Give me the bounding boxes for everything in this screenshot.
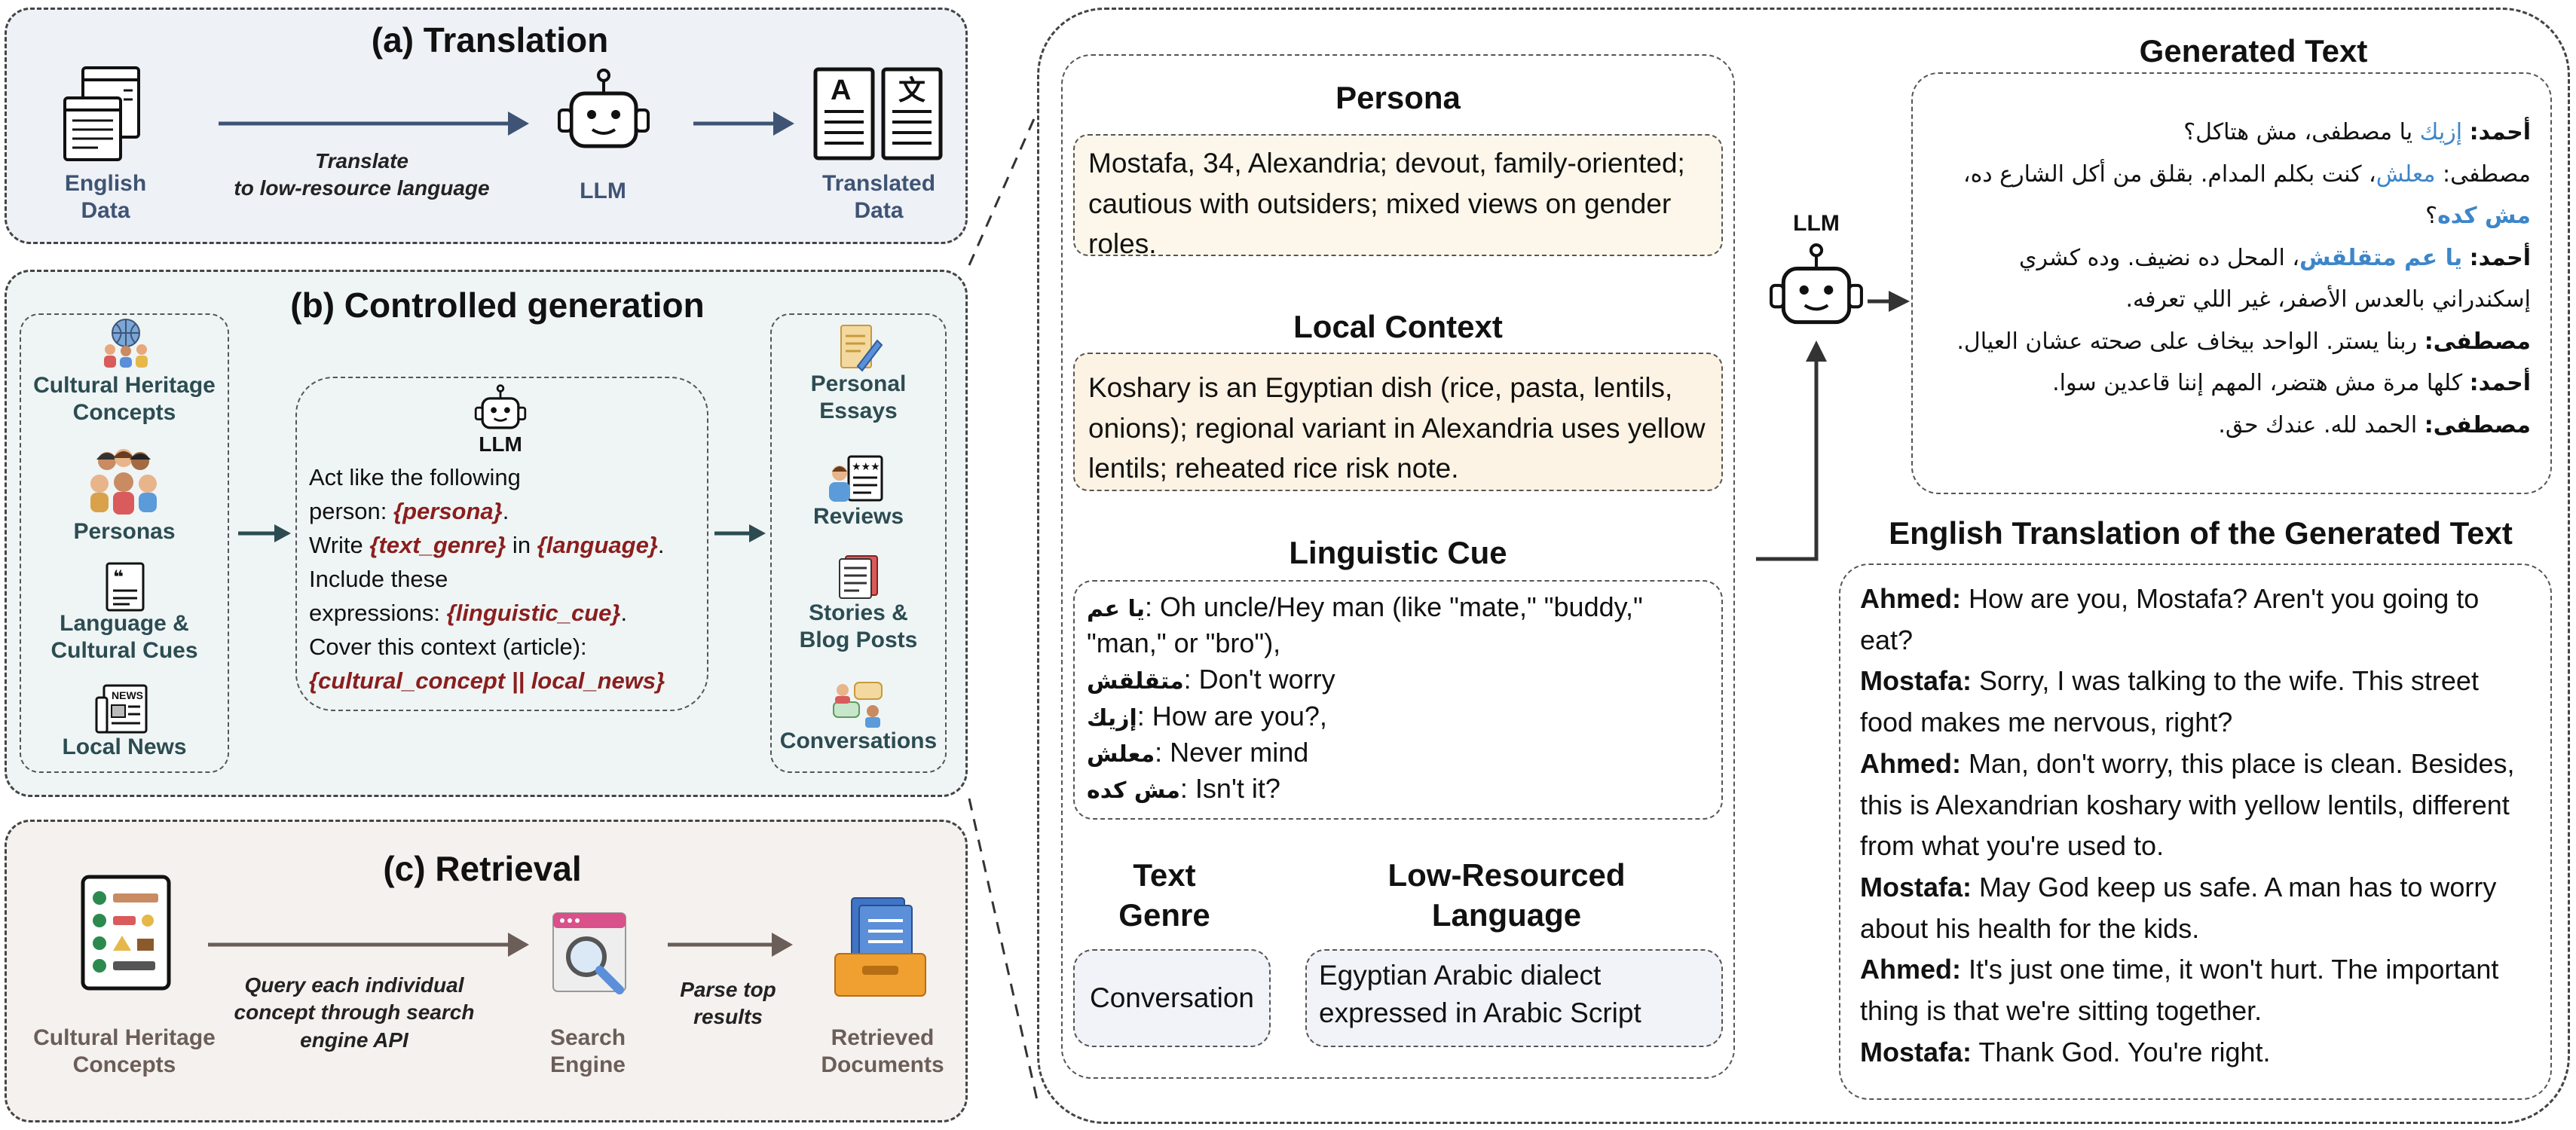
- globe-people-icon: [99, 316, 152, 369]
- language-value: Egyptian Arabic dialect expressed in Ara…: [1319, 960, 1641, 1028]
- checklist-icon: [78, 874, 173, 991]
- robot-icon-example: [1767, 243, 1866, 339]
- input-label-personas: Personas: [73, 519, 176, 544]
- translation-turn: Ahmed: It's just one time, it won't hurt…: [1860, 954, 2499, 1027]
- robot-icon: [555, 68, 653, 163]
- generated-line: مصطفى: ربنا يستر. الواحد بيخاف على صحته …: [1956, 328, 2531, 355]
- svg-text:★★★: ★★★: [852, 461, 880, 473]
- panel-b-title: (b) Controlled generation: [290, 286, 705, 325]
- review-icon: ★★★: [826, 452, 886, 505]
- llm-label-b: LLM: [479, 432, 522, 456]
- language-box: Egyptian Arabic dialect expressed in Ara…: [1305, 949, 1723, 1047]
- generated-text: أحمد: إزيك يا مصطفى، مش هتاكل؟ مصطفى: مع…: [1932, 111, 2531, 446]
- output-label-reviews: Reviews: [812, 504, 904, 529]
- input-label-news: Local News: [62, 734, 187, 759]
- documents-icon: [60, 65, 143, 163]
- translation-turn: Ahmed: Man, don't worry, this place is c…: [1860, 747, 2515, 862]
- output-label-stories: Stories &Blog Posts: [799, 600, 918, 652]
- text-genre-box: Conversation: [1073, 949, 1271, 1047]
- generated-line: مصطفى: معلش، كنت بكلم المدام. بقلق من أك…: [1963, 160, 2531, 188]
- panel-controlled-generation: [5, 270, 968, 797]
- book-icon: [835, 553, 880, 600]
- generated-line: مش كده؟: [2425, 203, 2531, 229]
- outputs-box: [770, 313, 947, 773]
- cue-line: يا عم: Oh uncle/Hey man (like "mate," "b…: [1087, 591, 1643, 659]
- input-label-cues: Language &Cultural Cues: [50, 611, 198, 663]
- translated-docs-icon: A 文: [811, 65, 947, 163]
- inputs-box: [20, 313, 229, 773]
- persona-box: Mostafa, 34, Alexandria; devout, family-…: [1073, 134, 1723, 259]
- svg-text:NEWS: NEWS: [112, 689, 143, 701]
- cue-line: متقلقش: Don't worry: [1087, 664, 1335, 695]
- output-label-conversations: Conversations: [779, 728, 938, 753]
- generated-line: أحمد: إزيك يا مصطفى، مش هتاكل؟: [2183, 119, 2531, 145]
- prompt-text: Act like the following person: {persona}…: [309, 464, 665, 694]
- example-inputs-box: [1061, 54, 1735, 1079]
- generated-title: Generated Text: [2139, 33, 2368, 69]
- panel-a-title: (a) Translation: [371, 20, 609, 60]
- translation-title: English Translation of the Generated Tex…: [1889, 515, 2513, 551]
- translation-turn: Mostafa: May God keep us safe. A man has…: [1860, 872, 2497, 944]
- newspaper-icon: NEWS: [93, 683, 151, 735]
- linguistic-cue-box: يا عم: Oh uncle/Hey man (like "mate," "b…: [1073, 580, 1723, 820]
- persona-title: Persona: [1335, 80, 1461, 115]
- translation-box: Ahmed: How are you, Mostafa? Aren't you …: [1839, 563, 2552, 1100]
- svg-text:❝: ❝: [113, 567, 124, 588]
- cue-line: إزيك: How are you?,: [1087, 700, 1327, 731]
- translation-turn: Mostafa: Sorry, I was talking to the wif…: [1860, 665, 2479, 738]
- svg-text:A: A: [831, 75, 851, 106]
- panel-translation: [5, 8, 968, 244]
- panel-c-title: (c) Retrieval: [383, 849, 582, 888]
- text-genre-value: Conversation: [1089, 982, 1254, 1013]
- robot-icon-b: [470, 384, 531, 437]
- translation-turn: Mostafa: Thank God. You're right.: [1860, 1036, 2271, 1067]
- svg-text:文: 文: [898, 75, 925, 106]
- local-context-text: Koshary is an Egyptian dish (rice, pasta…: [1088, 372, 1706, 484]
- pen-paper-icon: [835, 321, 883, 374]
- generated-line: مصطفى: الحمد لله. عندك حق.: [2218, 411, 2531, 438]
- local-context-box: Koshary is an Egyptian dish (rice, pasta…: [1073, 353, 1723, 491]
- cue-line: معلش: Never mind: [1087, 736, 1309, 768]
- local-context-title: Local Context: [1293, 309, 1503, 344]
- translation-turn: Ahmed: How are you, Mostafa? Aren't you …: [1860, 583, 2480, 655]
- llm-label-example: LLM: [1793, 211, 1840, 236]
- people-group-icon: [86, 444, 161, 517]
- persona-text: Mostafa, 34, Alexandria; devout, family-…: [1088, 148, 1685, 260]
- cue-line: مش كده: Isn't it?: [1087, 773, 1280, 805]
- search-engine-icon: [547, 907, 635, 1000]
- llm-label-a: LLM: [580, 179, 626, 203]
- prompt-box: [295, 377, 708, 711]
- generated-line: إسكندراني بالعدس الأصفر، غير اللي تعرفه.: [2125, 286, 2531, 313]
- retrieved-docs-icon: [829, 893, 932, 1000]
- chat-people-icon: [829, 680, 886, 729]
- quote-document-icon: ❝: [104, 560, 146, 613]
- generated-line: أحمد: يا عم متقلقش، المحل ده نضيف. وده ك…: [2019, 244, 2531, 271]
- generated-line: أحمد: كلها مرة مش هتضر، المهم إننا قاعدي…: [2052, 370, 2531, 396]
- linguistic-cue-title: Linguistic Cue: [1289, 535, 1507, 570]
- generated-box: أحمد: إزيك يا مصطفى، مش هتاكل؟ مصطفى: مع…: [1911, 72, 2552, 494]
